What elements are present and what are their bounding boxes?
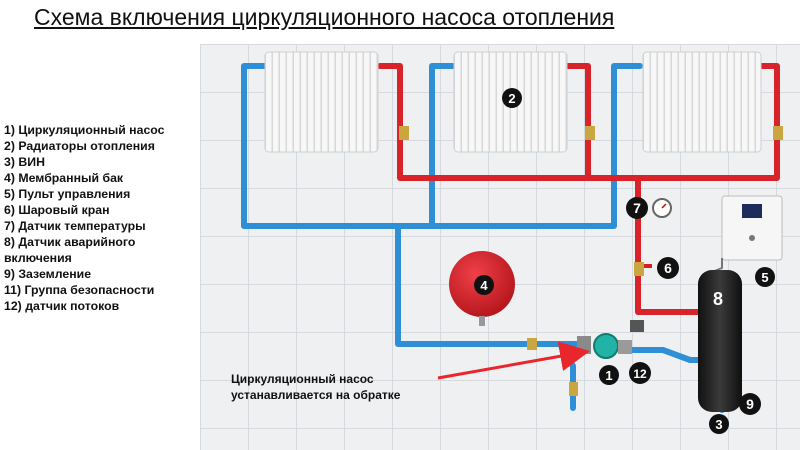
annotation-arrow	[437, 341, 590, 380]
marker-5-label: 5	[761, 270, 768, 285]
legend-item: 2) Радиаторы отопления	[4, 139, 155, 153]
legend-item: 7) Датчик температуры	[4, 219, 146, 233]
page-title: Схема включения циркуляционного насоса о…	[34, 4, 615, 30]
marker-6: 6	[657, 257, 679, 279]
circulation-pump	[577, 333, 632, 359]
supply-pipes	[377, 63, 780, 315]
marker-8-label: 8	[713, 289, 723, 309]
marker-12: 12	[629, 362, 651, 384]
legend-item: 8) Датчик аварийного включения	[4, 235, 136, 265]
pump-note-line2: устанавливается на обратке	[231, 388, 401, 402]
safety-group	[630, 320, 644, 332]
marker-12-label: 12	[633, 367, 647, 381]
radiator-3	[642, 51, 762, 153]
control-panel	[711, 195, 783, 273]
legend-item: 5) Пульт управления	[4, 187, 131, 201]
pump-note-line1: Циркуляционный насос	[231, 372, 374, 386]
marker-8: 8	[713, 289, 723, 309]
marker-4: 4	[474, 275, 494, 295]
marker-5: 5	[755, 267, 775, 287]
radiator-1	[264, 51, 379, 153]
radiator-valves	[399, 126, 783, 140]
marker-2-label: 2	[508, 91, 515, 106]
electric-boiler	[698, 270, 742, 412]
legend-item: 1) Циркуляционный насос	[4, 123, 165, 137]
marker-9: 9	[739, 393, 761, 415]
ball-valve	[634, 262, 652, 276]
legend-item: 4) Мембранный бак	[4, 171, 124, 185]
drain-valve	[527, 338, 578, 396]
marker-9-label: 9	[746, 396, 754, 412]
legend-list: 1) Циркуляционный насос 2) Радиаторы ото…	[4, 122, 200, 314]
marker-2: 2	[502, 88, 522, 108]
marker-7: 7	[626, 197, 648, 219]
marker-1-label: 1	[605, 368, 612, 383]
marker-4-label: 4	[480, 278, 488, 293]
marker-1: 1	[599, 365, 619, 385]
marker-7-label: 7	[633, 200, 641, 216]
marker-6-label: 6	[664, 260, 672, 276]
legend-item: 11) Группа безопасности	[4, 283, 155, 297]
marker-3: 3	[709, 414, 729, 434]
legend-item: 6) Шаровый кран	[4, 203, 110, 217]
legend-item: 12) датчик потоков	[4, 299, 120, 313]
legend-item: 9) Заземление	[4, 267, 92, 281]
temperature-gauge	[652, 198, 672, 218]
marker-3-label: 3	[715, 417, 722, 432]
legend-item: 3) ВИН	[4, 155, 45, 169]
